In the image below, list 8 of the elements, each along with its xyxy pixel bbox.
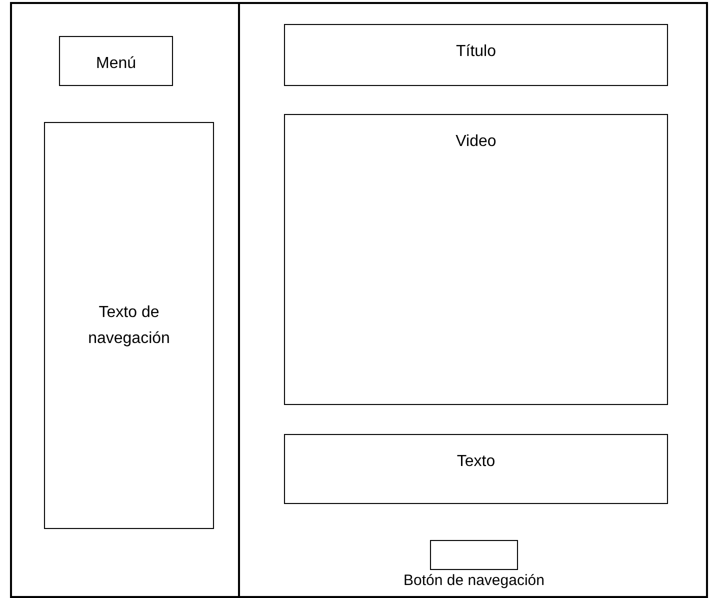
wireframe-box: Texto de navegación [44,122,214,529]
wireframe-box: Menú [59,36,173,86]
panel-frame [238,2,708,598]
panel-frame [10,2,240,598]
wireframe-box: Título [284,24,668,86]
wireframe-box: Video [284,114,668,405]
wireframe-box: Texto [284,434,668,504]
button-label: Botón de navegación [404,572,544,590]
